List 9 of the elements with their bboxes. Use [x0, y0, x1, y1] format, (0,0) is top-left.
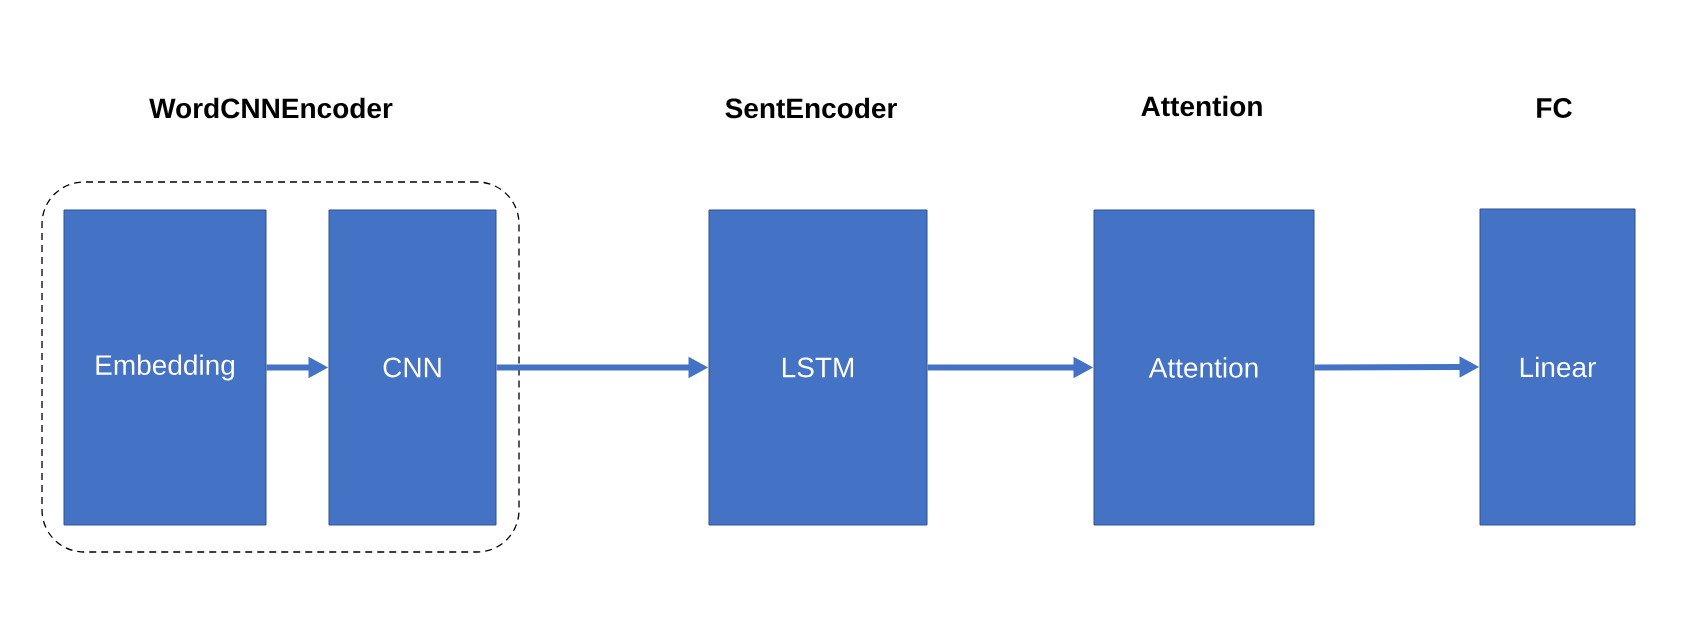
layer-box: LSTM [708, 209, 928, 526]
layer-box: Embedding [63, 209, 267, 526]
module-heading: FC [1537, 98, 1572, 118]
module-heading: Attention [1141, 95, 1262, 117]
layer-box: Attention [1093, 209, 1315, 526]
module-heading: WordCNNEncoder [149, 97, 393, 119]
module-heading: SentEncoder [725, 97, 897, 119]
layer-box: CNN [328, 209, 497, 526]
layer-box: Linear [1479, 208, 1636, 526]
